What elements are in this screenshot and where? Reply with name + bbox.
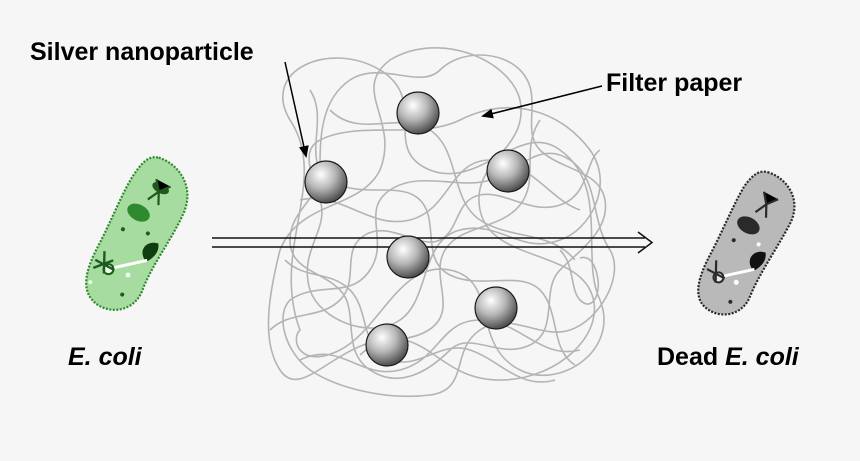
- silver-nanoparticle-icon: [486, 149, 530, 193]
- silver-nanoparticle-icon: [365, 323, 409, 367]
- filter-pointer: [481, 85, 603, 119]
- dead-ecoli-label: Dead E. coli: [657, 343, 799, 372]
- silver-nanoparticle-icon: [396, 91, 440, 135]
- label-pointers: [284, 61, 603, 158]
- silver-nanoparticles: [304, 91, 530, 367]
- flow-arrow-icon: [212, 231, 654, 254]
- silver-nanoparticle-label: Silver nanoparticle: [30, 38, 254, 66]
- dead-prefix: Dead: [657, 343, 719, 371]
- filter-paper-label: Filter paper: [606, 69, 743, 97]
- dead-organism-name: E. coli: [725, 343, 799, 371]
- live-bacterium-icon: [85, 156, 189, 311]
- silver-nanoparticle-icon: [474, 286, 518, 330]
- ecoli-label: E. coli: [68, 343, 142, 371]
- silver-pointer: [284, 61, 309, 158]
- silver-nanoparticle-icon: [304, 160, 348, 204]
- filter-paper-fibers: [267, 47, 616, 398]
- silver-nanoparticle-icon: [386, 235, 430, 279]
- dead-bacterium-icon: [697, 170, 796, 316]
